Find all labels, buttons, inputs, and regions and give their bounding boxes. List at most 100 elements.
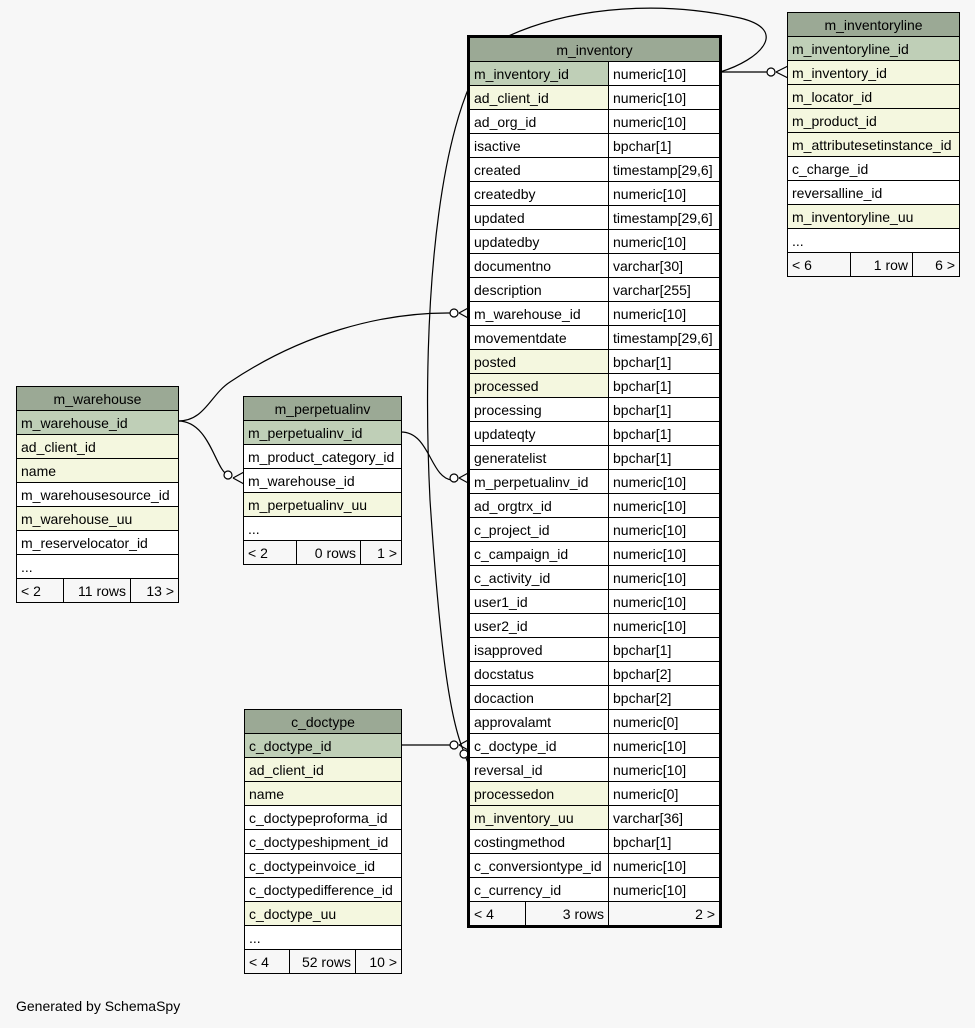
table-row[interactable]: c_doctype_id (245, 733, 401, 757)
table-row[interactable]: ... (245, 925, 401, 949)
table-row[interactable]: ... (244, 516, 401, 540)
table-row[interactable]: m_product_category_id (244, 444, 401, 468)
column-name: user1_id (470, 590, 608, 613)
table-row[interactable]: m_perpetualinv_uu (244, 492, 401, 516)
column-type: numeric[10] (608, 590, 719, 613)
parents-count[interactable]: < 4 (249, 953, 269, 970)
table-title[interactable]: m_warehouse (17, 387, 178, 410)
table-row[interactable]: m_reservelocator_id (17, 530, 178, 554)
table-row[interactable]: m_attributesetinstance_id (788, 132, 959, 156)
table-row[interactable]: c_doctype_uu (245, 901, 401, 925)
column-name: c_doctypeinvoice_id (245, 854, 401, 877)
table-row[interactable]: name (17, 458, 178, 482)
table-row[interactable]: c_doctypeinvoice_id (245, 853, 401, 877)
table-row[interactable]: m_product_id (788, 108, 959, 132)
children-count[interactable]: 13 > (130, 579, 178, 602)
table-row[interactable]: m_warehouse_id (17, 410, 178, 434)
table-row[interactable]: c_charge_id (788, 156, 959, 180)
table-row[interactable]: name (245, 781, 401, 805)
children-count[interactable]: 1 > (360, 541, 401, 564)
table-row[interactable]: m_warehousesource_id (17, 482, 178, 506)
table-title[interactable]: c_doctype (245, 710, 401, 733)
table-row[interactable]: m_perpetualinv_id (244, 420, 401, 444)
table-row[interactable]: m_warehouse_uu (17, 506, 178, 530)
column-name: ... (788, 229, 959, 252)
column-name: documentno (470, 254, 608, 277)
children-count[interactable]: 10 > (355, 950, 401, 973)
table-row[interactable]: m_locator_id (788, 84, 959, 108)
column-type: numeric[10] (608, 734, 719, 757)
table-row[interactable]: c_doctypedifference_id (245, 877, 401, 901)
table-row[interactable]: ... (788, 228, 959, 252)
table-row[interactable]: ... (17, 554, 178, 578)
table-title[interactable]: m_inventory (470, 38, 719, 61)
table-row[interactable]: reversalline_id (788, 180, 959, 204)
parents-count[interactable]: < 2 (248, 544, 268, 561)
column-name: c_charge_id (788, 157, 959, 180)
column-name: c_doctypeshipment_id (245, 830, 401, 853)
table-row[interactable]: m_warehouse_id (244, 468, 401, 492)
parents-count[interactable]: < 2 (21, 582, 41, 599)
table-row[interactable]: m_inventoryline_id (788, 36, 959, 60)
parents-count[interactable]: < 6 (792, 256, 812, 273)
children-count[interactable]: 6 > (912, 253, 959, 276)
table-title[interactable]: m_perpetualinv (244, 397, 401, 420)
column-name: c_campaign_id (470, 542, 608, 565)
column-type: numeric[0] (608, 710, 719, 733)
children-count[interactable]: 2 > (608, 902, 719, 925)
column-type: numeric[10] (608, 854, 719, 877)
table-row[interactable]: ad_client_id (17, 434, 178, 458)
column-type: numeric[10] (608, 230, 719, 253)
table-row[interactable]: ad_client_id (245, 757, 401, 781)
table-row[interactable]: m_inventoryline_uu (788, 204, 959, 228)
table-row[interactable]: m_inventory_id (788, 60, 959, 84)
table-title[interactable]: m_inventoryline (788, 13, 959, 36)
column-type: bpchar[1] (608, 830, 719, 853)
column-name: updateqty (470, 422, 608, 445)
table-row[interactable]: c_doctypeproforma_id (245, 805, 401, 829)
parents-count[interactable]: < 4 (474, 905, 494, 922)
table-row[interactable]: c_doctypeshipment_id (245, 829, 401, 853)
edge-warehouse-perpetualinv (177, 420, 229, 476)
